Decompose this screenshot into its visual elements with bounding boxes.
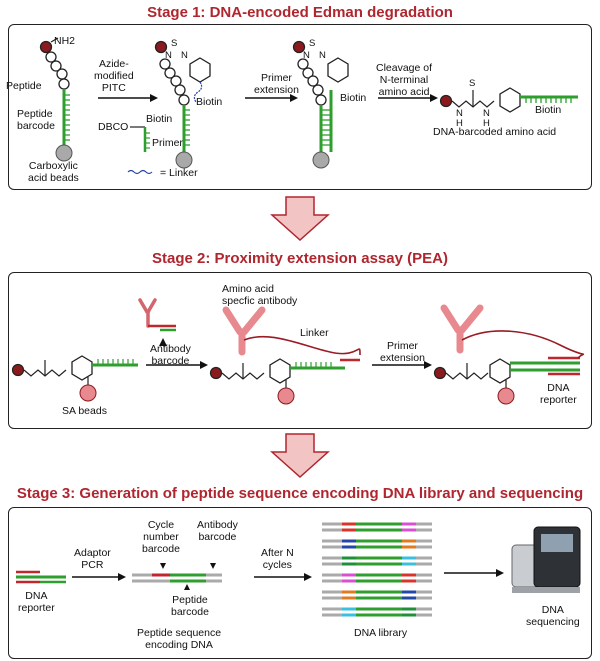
after-n-label: After N cycles — [261, 547, 294, 571]
peptide-barcode-label-2: Peptide barcode — [171, 594, 209, 618]
n-label-3: N — [303, 50, 310, 61]
peptide-barcode-label: Peptide barcode — [17, 108, 55, 132]
sequencer-icon — [511, 526, 581, 593]
stage1-graphics — [39, 37, 578, 175]
cleavage-label: Cleavage of N-terminal amino acid — [376, 62, 433, 98]
bead-1 — [55, 144, 73, 162]
encoding-dna-label: Peptide sequence encoding DNA — [137, 627, 222, 651]
dna-reporter-label-1: DNA reporter — [540, 382, 577, 406]
linker-legend-label: = Linker — [160, 167, 198, 179]
s-label-1: S — [171, 38, 178, 49]
dbco-label: DBCO — [98, 121, 129, 133]
dna-reporter-label-2: DNA reporter — [18, 590, 55, 614]
stage2-title: Stage 2: Proximity extension assay (PEA) — [152, 250, 448, 267]
n-label-6: N — [483, 108, 490, 119]
biotin-label-2: Biotin — [196, 96, 223, 108]
peptide-chain-1 — [39, 40, 70, 90]
cycle-barcode-label: Cycle number barcode — [142, 519, 180, 555]
s-label-2: S — [309, 38, 316, 49]
stage2-graphics — [11, 298, 585, 405]
primer-extension-label-1: Primer extension — [254, 72, 299, 96]
stage1-title: Stage 1: DNA-encoded Edman degradation — [147, 4, 453, 21]
stage1-panel — [8, 24, 592, 190]
carboxylic-beads-label: Carboxylic acid beads — [28, 160, 79, 184]
stage3-title: Stage 3: Generation of peptide sequence … — [16, 485, 584, 502]
aa-antibody-label: Amino acid specfic antibody — [222, 283, 298, 307]
stage-arrow-1 — [270, 196, 330, 242]
sa-beads-label: SA beads — [62, 405, 107, 417]
dna-sequencing-label: DNA sequencing — [526, 604, 580, 628]
h-label-2: H — [483, 118, 490, 129]
n-label-2: N — [181, 50, 188, 61]
biotin-label-4: Biotin — [535, 104, 562, 116]
n-label-4: N — [319, 50, 326, 61]
dna-library-strands — [322, 522, 432, 617]
stage3-panel — [8, 507, 592, 659]
antibody-barcode-label: Antibody barcode — [150, 343, 191, 367]
h-label-1: H — [456, 118, 463, 129]
nh2-label: NH2 — [54, 35, 76, 47]
n-label-5: N — [456, 108, 463, 119]
peptide-label: Peptide — [6, 80, 42, 92]
biotin-label-1: Biotin — [146, 113, 173, 125]
primer-extension-label-2: Primer extension — [380, 340, 425, 364]
stage2-panel — [8, 272, 592, 429]
adaptor-pcr-label: Adaptor PCR — [74, 547, 111, 571]
n-label-1: N — [165, 50, 172, 61]
primer-label: Primer — [152, 137, 183, 149]
s-label-3: S — [469, 78, 476, 89]
stage-arrow-2 — [270, 433, 330, 479]
barcode-ticks-1 — [64, 94, 70, 141]
antibody-barcode-label-2: Antibody barcode — [197, 519, 238, 543]
structure-3 — [292, 40, 349, 106]
azide-pitc-label: Azide- modified PITC — [94, 58, 134, 94]
dna-barcoded-aa-label: DNA-barcoded amino acid — [433, 126, 557, 138]
linker-label: Linker — [300, 327, 329, 339]
biotin-label-3: Biotin — [340, 92, 367, 104]
dna-library-label: DNA library — [354, 627, 408, 639]
